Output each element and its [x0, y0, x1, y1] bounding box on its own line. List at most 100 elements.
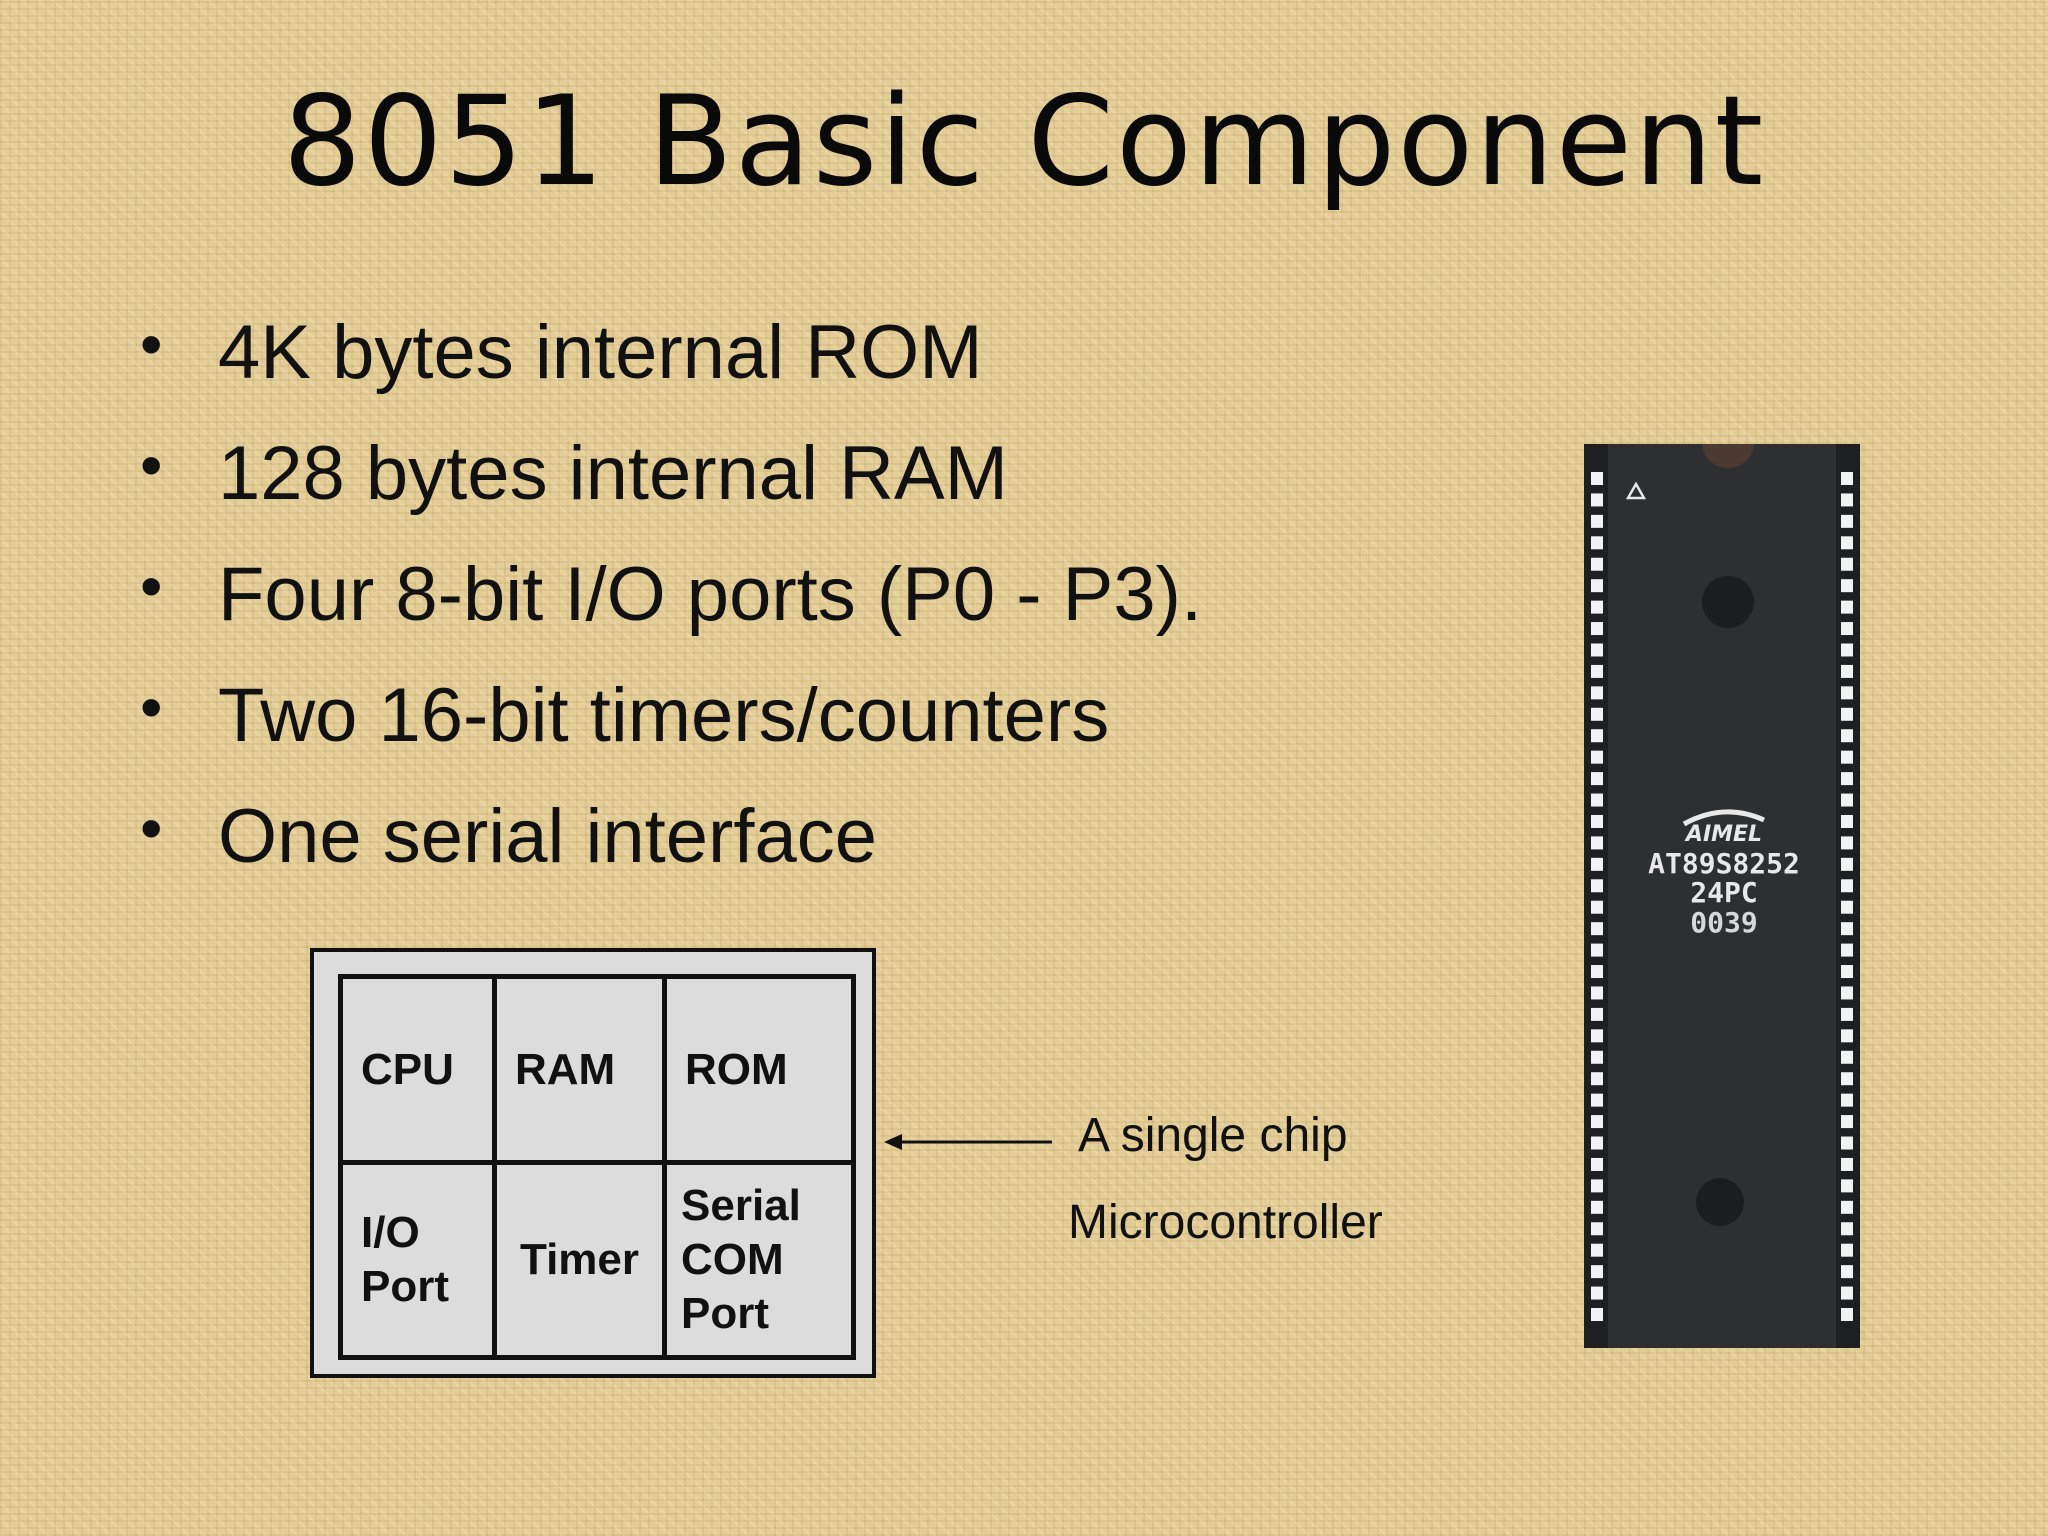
chip-pin: [1841, 986, 1853, 1000]
chip-pin: [1591, 1222, 1603, 1236]
chip-pin: [1841, 1308, 1853, 1321]
chip-pin: [1591, 922, 1603, 936]
chip-pin: [1841, 1243, 1853, 1257]
chip-pin: [1591, 557, 1603, 571]
atmel-logo-icon: AIMEL: [1682, 809, 1766, 847]
chip-pin: [1841, 1286, 1853, 1300]
serial-label-line1: Serial: [681, 1181, 801, 1230]
chip-pin: [1841, 1115, 1853, 1129]
chip-pin: [1591, 965, 1603, 979]
bullet-dot-icon: •: [140, 308, 163, 380]
chip-pin: [1591, 1072, 1603, 1086]
chip-pin: [1591, 1179, 1603, 1193]
chip-pin: [1841, 1200, 1853, 1214]
slide-title: 8051 Basic Component: [282, 70, 1766, 214]
chip-pin: [1591, 643, 1603, 657]
chip-pin: [1591, 772, 1603, 786]
svg-text:AIMEL: AIMEL: [1684, 822, 1762, 847]
chip-pin: [1841, 493, 1853, 507]
chip-pin: [1841, 1157, 1853, 1171]
chip-pin: [1591, 579, 1603, 593]
chip-pin: [1841, 965, 1853, 979]
chip-pin: [1841, 514, 1853, 528]
chip-pin: [1591, 750, 1603, 764]
chip-pin: [1841, 1007, 1853, 1021]
chip-pin: [1841, 1093, 1853, 1107]
serial-label-line2: COM: [681, 1235, 784, 1284]
chip-pin: [1841, 1265, 1853, 1279]
left-arrow-icon: [884, 1134, 1052, 1150]
chip-pin: [1841, 772, 1853, 786]
chip-pin: [1591, 836, 1603, 850]
cpu-label: CPU: [361, 1044, 454, 1094]
chip-pin: [1841, 536, 1853, 550]
chip-pin: [1591, 686, 1603, 700]
chip-pin: [1841, 879, 1853, 893]
chip-pin: [1841, 686, 1853, 700]
chip-pin: [1591, 1286, 1603, 1300]
chip-pin: [1841, 1072, 1853, 1086]
chip-pin: [1841, 836, 1853, 850]
block-grid: CPU RAM ROM I/O Port Timer Serial COM Po…: [338, 974, 856, 1360]
chip-pin: [1591, 729, 1603, 743]
chip-pin: [1841, 557, 1853, 571]
chip-pin: [1591, 857, 1603, 871]
rom-label: ROM: [685, 1044, 788, 1094]
chip-pin: [1591, 1243, 1603, 1257]
chip-pin: [1591, 1093, 1603, 1107]
chip-pin: [1591, 707, 1603, 721]
bullet-text: 128 bytes internal RAM: [218, 431, 1008, 516]
io-label-line1: I/O: [361, 1208, 420, 1257]
chip-pin: [1841, 1029, 1853, 1043]
chip-pin: [1841, 1136, 1853, 1150]
chip-pin: [1841, 1179, 1853, 1193]
ram-label: RAM: [515, 1044, 616, 1094]
chip-pin: [1591, 1157, 1603, 1171]
pin1-triangle-icon: [1625, 481, 1647, 500]
chip-pin: [1841, 600, 1853, 614]
chip-pin: [1591, 879, 1603, 893]
chip-pin: [1841, 814, 1853, 828]
chip-pin: [1841, 900, 1853, 914]
chip-pin: [1591, 1029, 1603, 1043]
chip-pin: [1591, 793, 1603, 807]
chip-pin: [1591, 536, 1603, 550]
serial-com-port-block: Serial COM Port: [667, 1165, 851, 1355]
chip-pin: [1841, 857, 1853, 871]
chip-pin: [1591, 622, 1603, 636]
cpu-block: CPU: [343, 979, 497, 1165]
io-label-line2: Port: [361, 1262, 449, 1311]
rom-block: ROM: [667, 979, 851, 1165]
chip-pin: [1841, 943, 1853, 957]
chip-pin: [1591, 814, 1603, 828]
bullet-dot-icon: •: [140, 550, 163, 622]
chip-pin: [1591, 1265, 1603, 1279]
chip-dimple-top: [1702, 576, 1754, 628]
bullet-text: Two 16-bit timers/counters: [218, 673, 1110, 758]
chip-pin: [1841, 707, 1853, 721]
chip-pin: [1591, 472, 1603, 485]
chip-notch: [1702, 444, 1754, 468]
chip-pin: [1591, 1050, 1603, 1064]
chip-pin: [1841, 579, 1853, 593]
chip-package-code: 24PC: [1690, 876, 1757, 909]
chip-date-code: 0039: [1690, 906, 1757, 939]
chip-pin: [1591, 943, 1603, 957]
ic-chip-photo: AIMEL AT89S8252 24PC 0039: [1584, 444, 1860, 1348]
chip-dimple-bottom: [1696, 1178, 1744, 1226]
caption-line-1: A single chip: [1078, 1109, 1348, 1162]
serial-label-line3: Port: [681, 1289, 769, 1338]
timer-label: Timer: [519, 1235, 640, 1284]
chip-pin: [1841, 1050, 1853, 1064]
chip-pin: [1841, 922, 1853, 936]
chip-pin: [1591, 1136, 1603, 1150]
chip-pin: [1591, 1308, 1603, 1321]
chip-pin: [1591, 1007, 1603, 1021]
bullet-text: Four 8-bit I/O ports (P0 - P3).: [218, 552, 1203, 637]
chip-pin: [1591, 1200, 1603, 1214]
chip-pin: [1841, 793, 1853, 807]
io-port-block: I/O Port: [343, 1165, 497, 1355]
chip-pin: [1591, 664, 1603, 678]
caption-line-2: Microcontroller: [1068, 1196, 1383, 1249]
chip-pin: [1591, 600, 1603, 614]
